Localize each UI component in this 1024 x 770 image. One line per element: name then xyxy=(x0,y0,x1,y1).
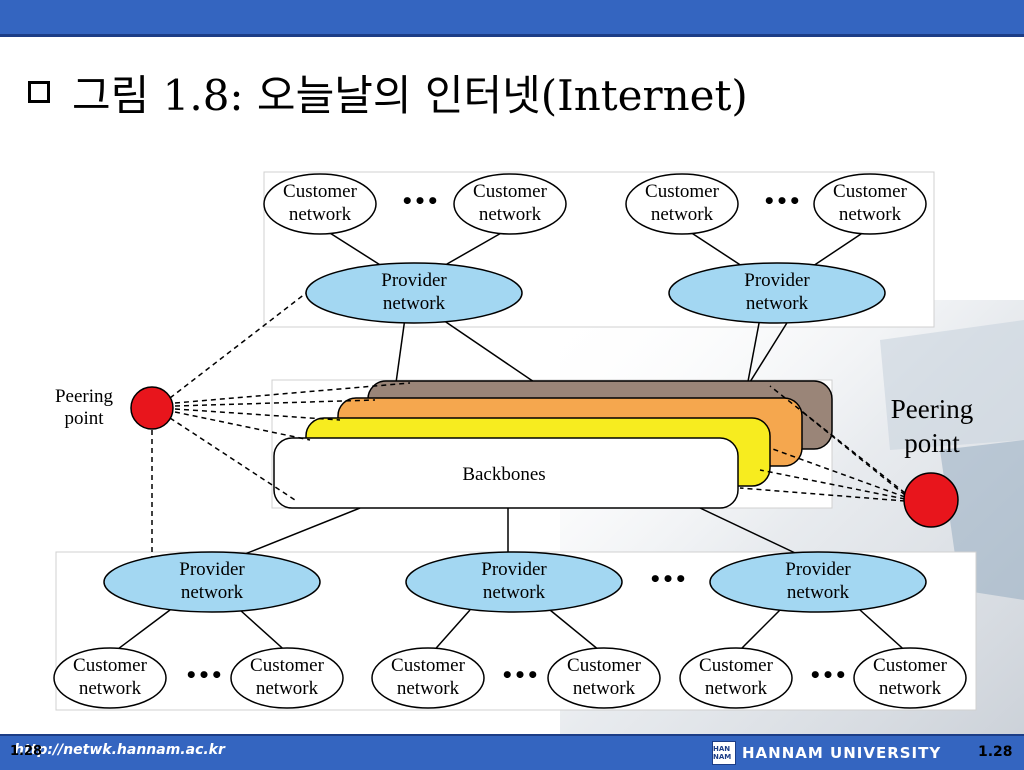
ellipsis: ••• xyxy=(763,189,801,213)
svg-text:network: network xyxy=(256,678,319,699)
svg-text:network: network xyxy=(573,678,636,699)
svg-text:network: network xyxy=(181,582,244,603)
svg-text:network: network xyxy=(383,293,446,314)
svg-text:Provider: Provider xyxy=(744,270,810,291)
university-name: HANNAM UNIVERSITY xyxy=(742,744,942,762)
slide-number-left: 1.28 xyxy=(10,744,43,759)
header-bar xyxy=(0,0,1024,37)
customer-network: Customer network xyxy=(371,647,485,709)
svg-text:point: point xyxy=(64,408,104,429)
svg-text:Customer: Customer xyxy=(699,655,774,676)
backbone-main xyxy=(273,437,739,509)
customer-network: Customer network xyxy=(263,173,377,235)
customer-network: Customer network xyxy=(679,647,793,709)
svg-text:Provider: Provider xyxy=(481,559,547,580)
svg-text:network: network xyxy=(746,293,809,314)
university-brand: HAN NAM HANNAM UNIVERSITY xyxy=(712,741,941,765)
svg-text:Customer: Customer xyxy=(873,655,948,676)
customer-network: Customer network xyxy=(813,173,927,235)
customer-network: Customer network xyxy=(53,647,167,709)
svg-text:Customer: Customer xyxy=(567,655,642,676)
provider-network: Provider network xyxy=(305,262,523,324)
svg-text:Customer: Customer xyxy=(391,655,466,676)
svg-text:Provider: Provider xyxy=(381,270,447,291)
svg-text:network: network xyxy=(483,582,546,603)
provider-network: Provider network xyxy=(103,551,321,613)
customer-network: Customer network xyxy=(547,647,661,709)
ellipsis: ••• xyxy=(185,663,223,687)
customer-network: Customer network xyxy=(453,173,567,235)
svg-text:Provider: Provider xyxy=(179,559,245,580)
provider-network: Provider network xyxy=(709,551,927,613)
slide-title: 그림 1.8: 오늘날의 인터넷(Internet) xyxy=(28,62,748,122)
svg-text:Provider: Provider xyxy=(785,559,851,580)
footer-url[interactable]: http://netwk.hannam.ac.kr xyxy=(14,742,225,758)
svg-text:Peering: Peering xyxy=(891,394,973,424)
backbones-stack: Backbones xyxy=(273,380,833,509)
svg-text:Customer: Customer xyxy=(73,655,148,676)
svg-text:Peering: Peering xyxy=(55,386,114,407)
svg-text:network: network xyxy=(651,204,714,225)
svg-text:Customer: Customer xyxy=(283,181,358,202)
ellipsis: ••• xyxy=(401,189,439,213)
customer-network: Customer network xyxy=(230,647,344,709)
top-customers: Customer network ••• Customer network Cu… xyxy=(263,173,927,235)
svg-text:Customer: Customer xyxy=(645,181,720,202)
svg-text:network: network xyxy=(289,204,352,225)
customer-network: Customer network xyxy=(853,647,967,709)
bottom-customers: Customer network ••• Customer network Cu… xyxy=(53,647,967,709)
checkbox-bullet-icon xyxy=(28,81,50,103)
peering-lines xyxy=(151,289,906,560)
ellipsis: ••• xyxy=(809,663,847,687)
svg-text:Customer: Customer xyxy=(250,655,325,676)
svg-text:network: network xyxy=(879,678,942,699)
backbones-label: Backbones xyxy=(462,464,545,485)
peering-point-right: Peering point xyxy=(891,394,973,528)
top-providers: Provider network Provider network xyxy=(305,262,886,324)
provider-network: Provider network xyxy=(405,551,623,613)
university-logo-icon: HAN NAM xyxy=(712,741,736,765)
svg-text:point: point xyxy=(904,428,960,458)
slide-number-right: 1.28 xyxy=(978,744,1013,760)
svg-text:Customer: Customer xyxy=(473,181,548,202)
svg-text:network: network xyxy=(79,678,142,699)
internet-diagram: Backbones Customer network ••• Customer … xyxy=(53,171,977,711)
svg-text:network: network xyxy=(397,678,460,699)
footer-bar: http://netwk.hannam.ac.kr 1.28 HAN NAM H… xyxy=(0,734,1024,770)
bottom-providers: Provider network Provider network ••• Pr… xyxy=(103,551,927,613)
svg-text:network: network xyxy=(787,582,850,603)
slide-title-text: 그림 1.8: 오늘날의 인터넷(Internet) xyxy=(72,70,748,120)
svg-text:Customer: Customer xyxy=(833,181,908,202)
provider-network: Provider network xyxy=(668,262,886,324)
ellipsis: ••• xyxy=(649,567,687,591)
svg-text:network: network xyxy=(479,204,542,225)
customer-network: Customer network xyxy=(625,173,739,235)
svg-text:network: network xyxy=(705,678,768,699)
svg-text:network: network xyxy=(839,204,902,225)
ellipsis: ••• xyxy=(501,663,539,687)
peering-point-left: Peering point xyxy=(55,386,174,430)
